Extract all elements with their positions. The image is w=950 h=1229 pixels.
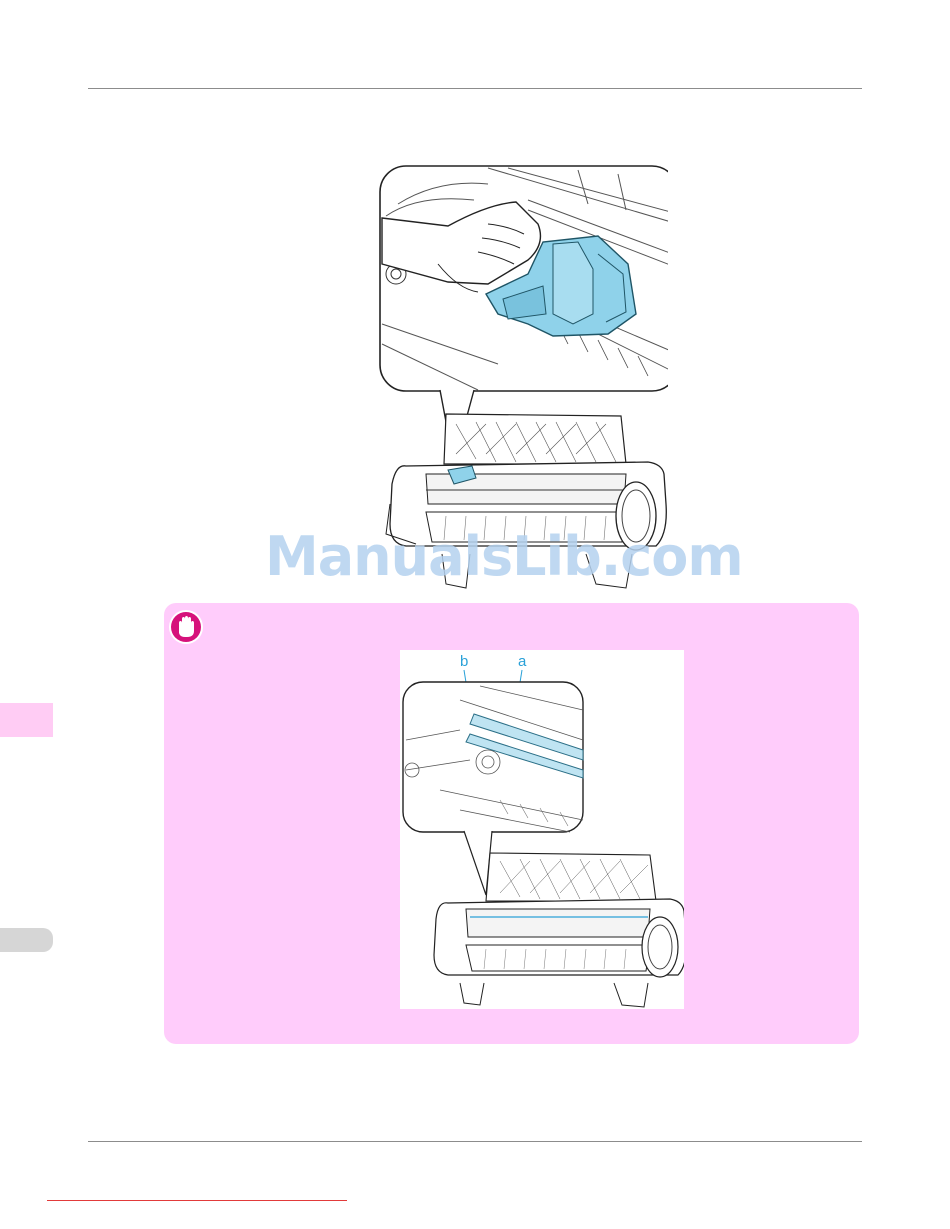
figure-platen-callouts: b a (400, 650, 684, 1009)
header-rule (88, 88, 862, 89)
chapter-tab-active[interactable] (0, 703, 53, 737)
footer-link-underline[interactable] (47, 1200, 347, 1201)
footer-rule (88, 1141, 862, 1142)
chapter-tab[interactable] (0, 928, 53, 952)
stop-hand-icon (168, 609, 204, 645)
callout-a: a (518, 653, 527, 670)
callout-b: b (460, 653, 468, 670)
watermark: ManualsLib.com (265, 525, 705, 588)
